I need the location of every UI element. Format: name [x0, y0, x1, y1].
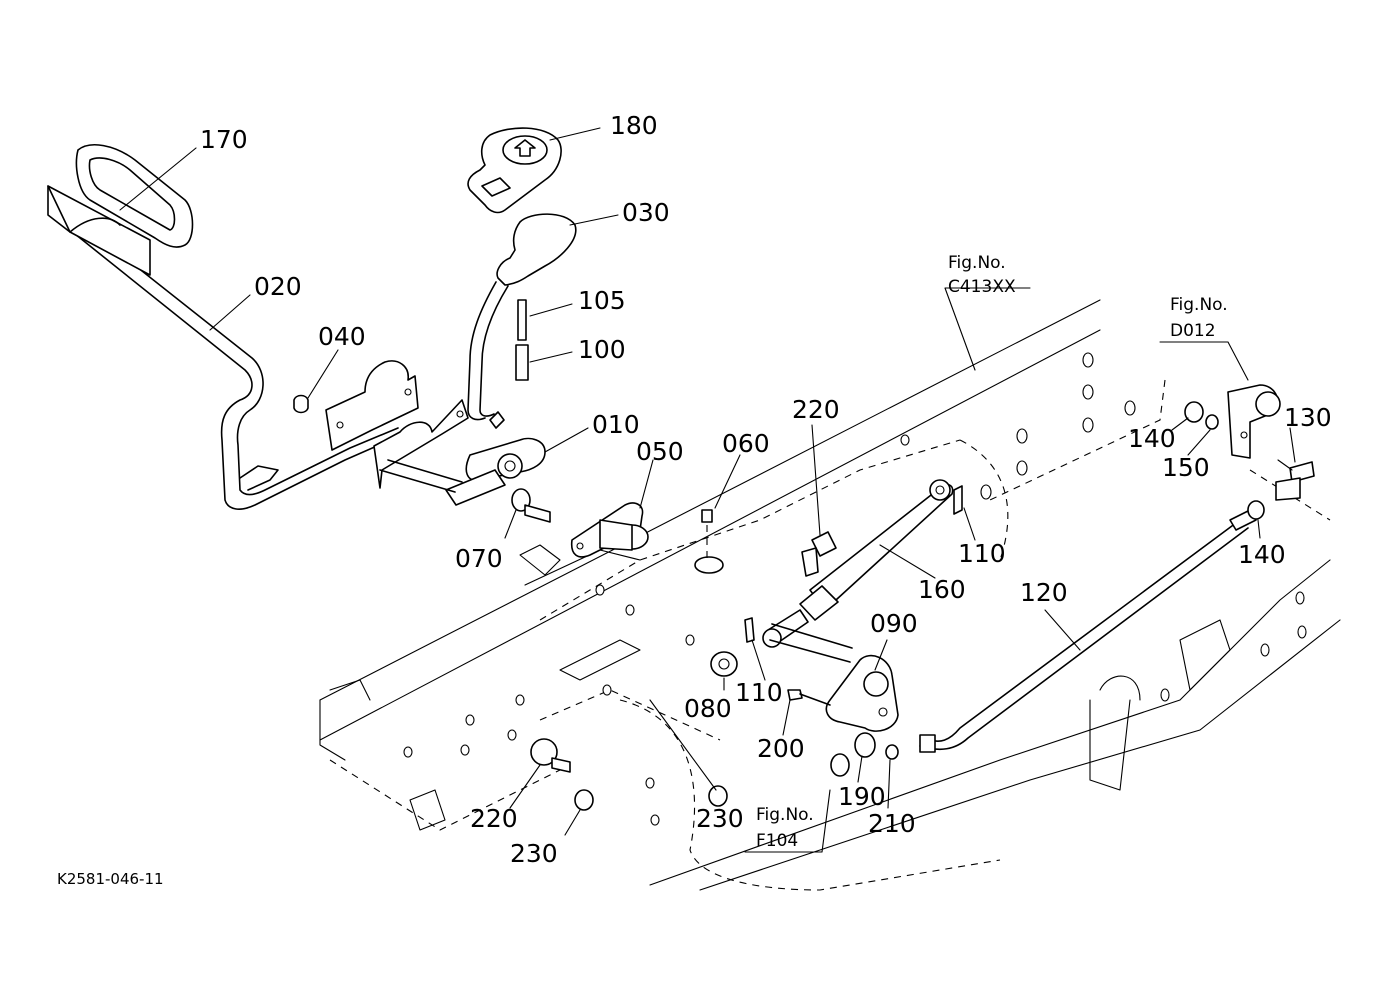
- figure-refs: Fig.No. C413XX Fig.No. D012 Fig.No. F104: [756, 253, 1228, 851]
- fig-ref-c413xx-label: Fig.No.: [948, 253, 1006, 273]
- nut-140-lower: [1247, 500, 1265, 520]
- arm-090: [769, 623, 899, 732]
- label-170: 170: [200, 125, 248, 154]
- label-010: 010: [592, 410, 640, 439]
- bolt-220-lower: [530, 738, 571, 773]
- label-090: 090: [870, 609, 918, 638]
- label-060: 060: [722, 429, 770, 458]
- bracket-d012: [1227, 384, 1281, 459]
- bracket-040: [293, 360, 469, 489]
- fig-ref-c413xx-code: C413XX: [948, 277, 1016, 297]
- label-120: 120: [1020, 578, 1068, 607]
- frame-holes: [403, 352, 1307, 826]
- nuts-190-210: [830, 732, 899, 777]
- bolt-070: [511, 488, 551, 523]
- label-220-lower: 220: [470, 804, 518, 833]
- leader-lines: [119, 127, 1296, 853]
- label-190: 190: [838, 782, 886, 811]
- label-230-middle: 230: [696, 804, 744, 833]
- label-105: 105: [578, 286, 626, 315]
- fig-ref-d012-code: D012: [1170, 321, 1216, 341]
- pivot-010: [379, 411, 546, 506]
- fig-ref-f104-label: Fig.No.: [756, 805, 814, 825]
- label-140-upper: 140: [1128, 424, 1176, 453]
- label-130: 130: [1284, 403, 1332, 432]
- nut-080: [710, 651, 738, 677]
- pedal-arm-020: [47, 185, 399, 510]
- washers-140-150: [1184, 401, 1219, 430]
- label-100: 100: [578, 335, 626, 364]
- bolt-220-upper: [801, 531, 837, 577]
- label-140-lower: 140: [1238, 540, 1286, 569]
- label-110-upper: 110: [958, 539, 1006, 568]
- pedal-pad-170: [75, 144, 194, 248]
- label-110-lower: 110: [735, 678, 783, 707]
- fig-ref-f104-code: F104: [756, 831, 798, 851]
- label-030: 030: [622, 198, 670, 227]
- drawing-code: K2581-046-11: [57, 870, 164, 888]
- label-040: 040: [318, 322, 366, 351]
- pin-130: [1275, 459, 1315, 501]
- bracket-050: [570, 502, 649, 558]
- label-050: 050: [636, 437, 684, 466]
- label-200: 200: [757, 734, 805, 763]
- fig-ref-d012-label: Fig.No.: [1170, 295, 1228, 315]
- clips-110: [744, 485, 963, 643]
- fitting-060: [694, 509, 724, 574]
- label-070: 070: [455, 544, 503, 573]
- gas-spring-160: [762, 479, 954, 648]
- lever-030: [467, 213, 577, 421]
- label-020: 020: [254, 272, 302, 301]
- label-230-lower: 230: [510, 839, 558, 868]
- knob-180: [467, 127, 562, 214]
- nut-230-lower: [574, 785, 728, 811]
- part-labels: 170 180 030 020 105 100 040 010 050 060 …: [200, 111, 1332, 868]
- rod-120: [919, 509, 1257, 753]
- label-080: 080: [684, 694, 732, 723]
- label-180: 180: [610, 111, 658, 140]
- label-150: 150: [1162, 453, 1210, 482]
- label-220-upper: 220: [792, 395, 840, 424]
- label-210: 210: [868, 809, 916, 838]
- label-160: 160: [918, 575, 966, 604]
